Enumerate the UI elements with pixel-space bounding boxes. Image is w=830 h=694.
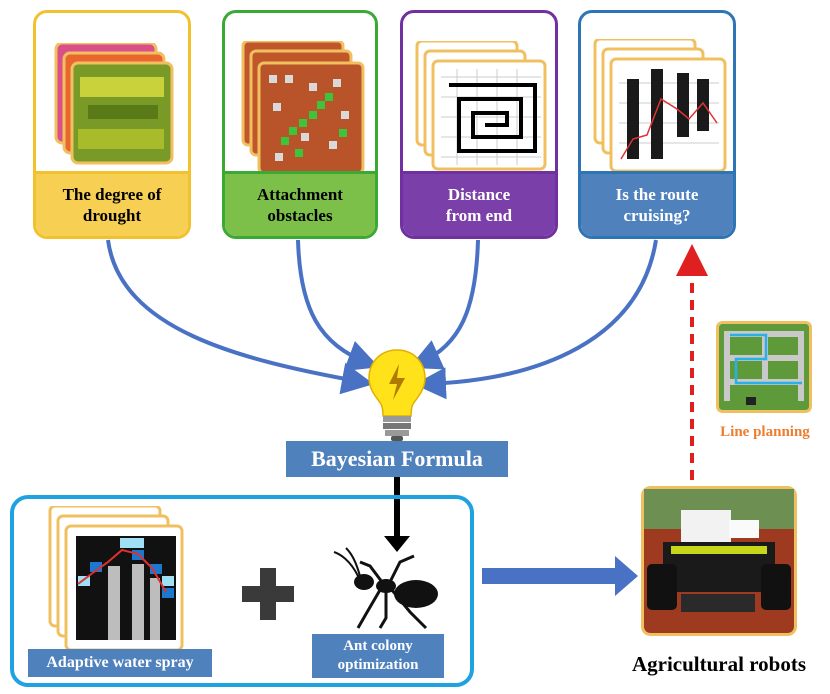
bayesian-formula-label: Bayesian Formula	[311, 446, 483, 471]
obstacle-grid-stack	[241, 41, 365, 175]
spray-label-box: Adaptive water spray	[28, 649, 212, 677]
robot-photo	[641, 486, 797, 636]
lightbulb-icon	[368, 349, 426, 441]
arrow-distance	[409, 239, 480, 370]
spray-heatmap-stack	[48, 506, 184, 652]
line-planning-label: Line planning	[720, 424, 810, 440]
route-chart-stack	[593, 39, 727, 173]
arrow-drought	[106, 239, 374, 395]
arrow-to-robot	[482, 556, 638, 596]
spiral-maze-stack	[415, 41, 547, 171]
optimization-container	[10, 495, 474, 687]
spray-label: Adaptive water spray	[46, 654, 194, 671]
arrow-route	[414, 239, 658, 400]
robot-label: Agricultural robots	[631, 652, 807, 676]
arrow-obstacles	[296, 239, 380, 371]
thermal-image-stack	[54, 43, 174, 165]
ant-icon	[333, 547, 438, 630]
line-planning-photo	[716, 321, 812, 413]
bayesian-formula-box: Bayesian Formula	[286, 441, 508, 477]
plus-icon	[242, 568, 294, 620]
